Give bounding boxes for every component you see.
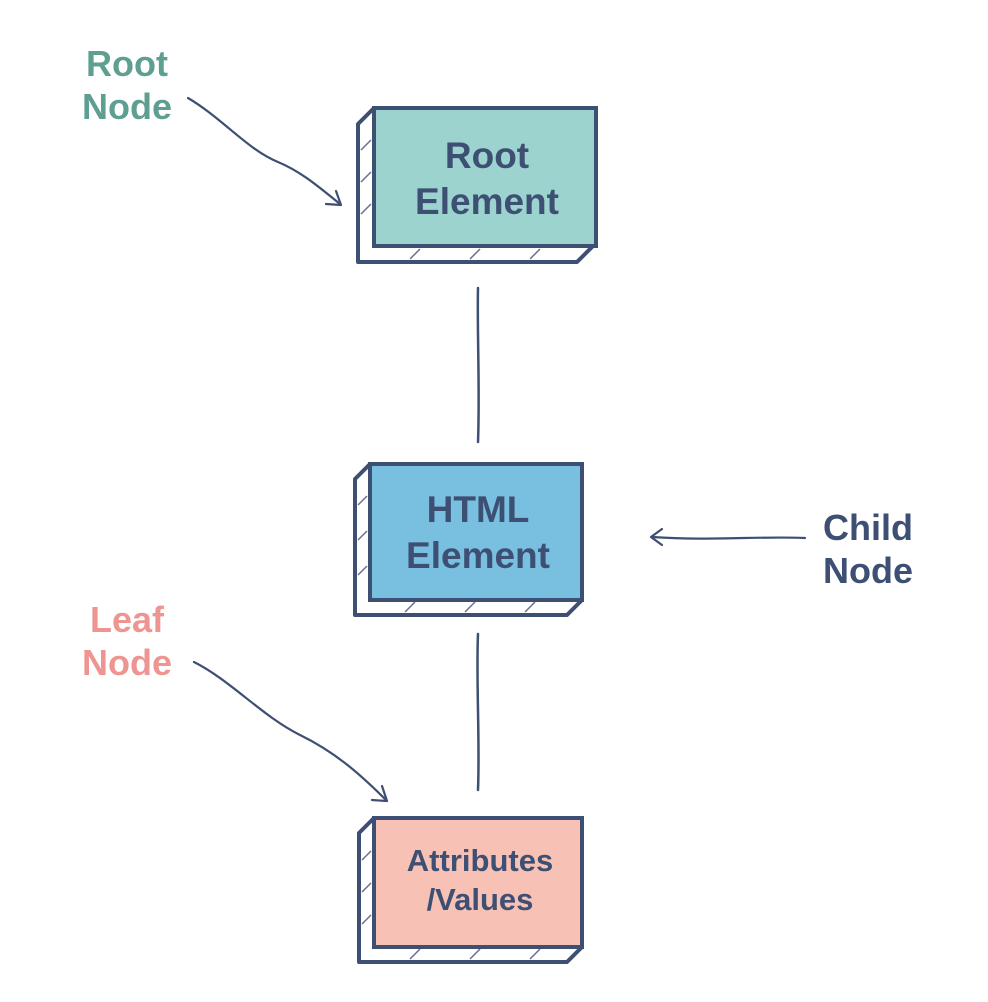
arrow-leaf-node (192, 660, 389, 803)
node-html-face (368, 462, 584, 602)
node-html-element (353, 462, 584, 617)
arrow-root-node (186, 96, 343, 207)
node-root-face (372, 106, 598, 248)
connector-html-attr (476, 632, 480, 792)
node-root-element (356, 106, 598, 264)
arrow-child-node (649, 527, 807, 547)
node-attributes-values (357, 816, 584, 964)
node-attr-label: Attributes /Values (406, 843, 554, 917)
annotation-child-node: Child Node (823, 507, 913, 592)
node-root-label: Root Element (415, 134, 559, 222)
node-attr-face (372, 816, 584, 949)
connector-root-html (476, 286, 480, 444)
annotation-leaf-node: Leaf Node (82, 599, 172, 684)
node-html-label: HTML Element (406, 488, 550, 576)
annotation-root-node: Root Node (82, 43, 172, 128)
